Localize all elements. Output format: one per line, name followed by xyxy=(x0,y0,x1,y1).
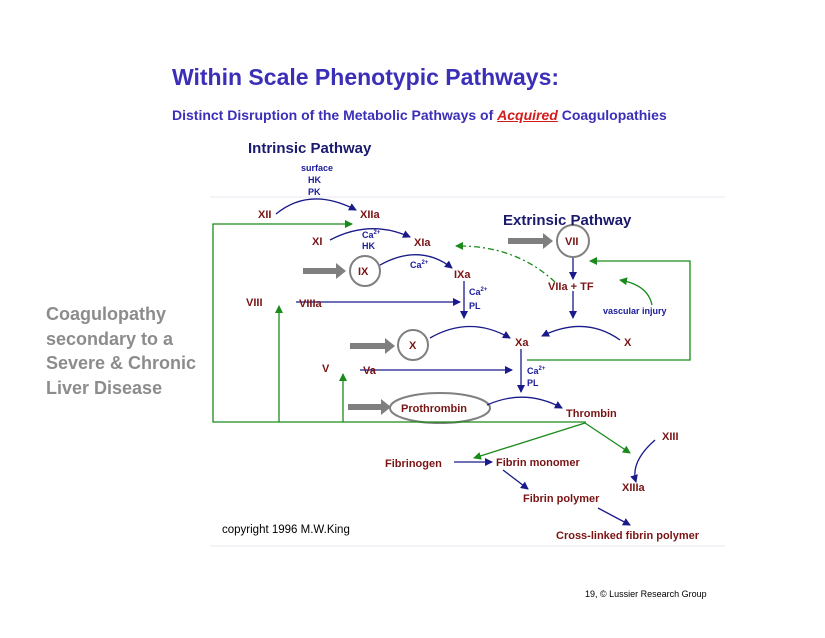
side-caption: Coagulopathy secondary to a Severe & Chr… xyxy=(46,304,197,398)
pl-label-2: PL xyxy=(527,378,539,388)
green-feedback-lines xyxy=(212,220,691,460)
ca-label-1: Ca2+ xyxy=(362,230,381,240)
factor-x-left: X xyxy=(409,340,417,352)
ix-indicator-arrow xyxy=(303,263,346,279)
subtitle-before: Distinct Disruption of the Metabolic Pat… xyxy=(172,107,498,123)
vascular-injury-label: vascular injury xyxy=(603,306,667,316)
factor-xiii: XIII xyxy=(662,431,679,443)
ca-label-2: Ca2+ xyxy=(410,260,429,270)
factor-fibrin-polymer: Fibrin polymer xyxy=(523,493,600,505)
factor-fibrin-monomer: Fibrin monomer xyxy=(496,457,580,469)
footer-credit: 19, © Lussier Research Group xyxy=(585,589,707,599)
factor-viia-tf: VIIa + TF xyxy=(548,281,594,293)
factor-xii: XII xyxy=(258,209,271,221)
factor-v: V xyxy=(322,363,330,375)
hk-label: HK xyxy=(308,175,321,185)
diagram-frame xyxy=(210,196,725,547)
extrinsic-pathway-heading: Extrinsic Pathway xyxy=(503,212,632,229)
blue-reaction-arrows xyxy=(275,198,656,526)
factor-prothrombin: Prothrombin xyxy=(401,403,467,415)
vii-indicator-arrow xyxy=(508,233,553,249)
pl-label-1: PL xyxy=(469,301,481,311)
factor-xiiia: XIIIa xyxy=(622,482,646,494)
factor-xiia: XIIa xyxy=(360,209,380,221)
ca-label-4: Ca2+ xyxy=(527,366,546,376)
factor-thrombin: Thrombin xyxy=(566,408,617,420)
vii-circle xyxy=(556,224,590,258)
diagram-copyright: copyright 1996 M.W.King xyxy=(222,524,350,536)
subtitle-after: Coagulopathies xyxy=(557,107,667,123)
factor-ix: IX xyxy=(358,266,369,278)
prothrombin-ellipse xyxy=(389,392,491,424)
grey-indicator-arrows xyxy=(303,233,553,415)
factor-xi: XI xyxy=(312,236,322,248)
pk-label: PK xyxy=(308,187,321,197)
surface-label: surface xyxy=(301,163,333,173)
intrinsic-pathway-heading: Intrinsic Pathway xyxy=(248,140,372,157)
subtitle-emphasis: Acquired xyxy=(497,107,558,123)
factor-viii: VIII xyxy=(246,297,263,309)
factor-ixa: IXa xyxy=(454,269,471,281)
ca-label-3: Ca2+ xyxy=(469,287,488,297)
ix-circle xyxy=(349,255,381,287)
factor-xa: Xa xyxy=(515,337,529,349)
slide-title: Within Scale Phenotypic Pathways: xyxy=(172,64,560,90)
x-circle xyxy=(397,329,429,361)
factor-va: Va xyxy=(363,365,377,377)
slide-subtitle: Distinct Disruption of the Metabolic Pat… xyxy=(172,107,667,123)
disruption-circles xyxy=(349,224,590,424)
prothrombin-indicator-arrow xyxy=(348,399,391,415)
factor-xia: XIa xyxy=(414,237,431,249)
factor-viiia: VIIIa xyxy=(299,298,323,310)
factor-x-right: X xyxy=(624,337,632,349)
hk-label-2: HK xyxy=(362,241,375,251)
factor-vii: VII xyxy=(565,236,578,248)
x-indicator-arrow xyxy=(350,338,395,354)
factor-crosslinked-fibrin: Cross-linked fibrin polymer xyxy=(556,530,700,542)
factor-fibrinogen: Fibrinogen xyxy=(385,458,442,470)
